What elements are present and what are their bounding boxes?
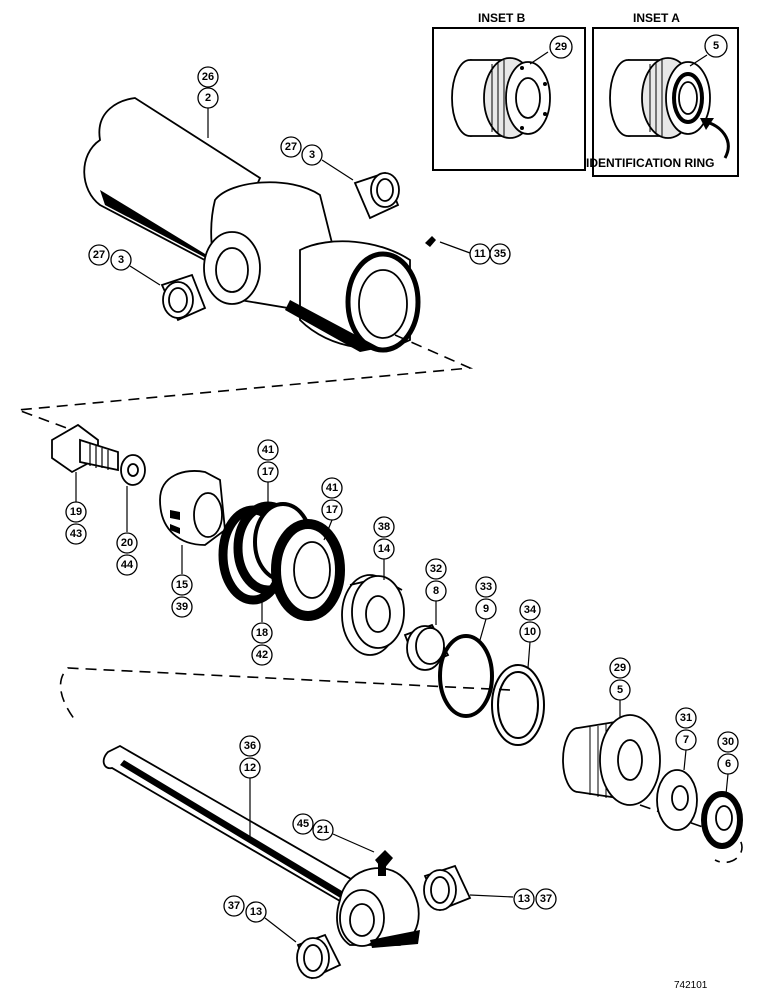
gland-callout: 29 5 (609, 657, 631, 718)
fitting-barrel-illustration (425, 236, 436, 247)
bolt-callout: 19 43 (65, 472, 87, 545)
inset-a-gland-illustration (609, 57, 711, 139)
svg-text:34: 34 (524, 604, 537, 616)
seal-right-callout: 41 17 (321, 477, 343, 541)
inset-b: INSET B 29 (432, 11, 586, 171)
gland-illustration (562, 714, 661, 806)
svg-text:14: 14 (378, 543, 391, 555)
seal-right-illustration (271, 519, 345, 621)
svg-text:45: 45 (297, 818, 309, 830)
fitting-rod-callout: 45 21 (292, 813, 375, 853)
svg-text:20: 20 (121, 537, 133, 549)
svg-text:18: 18 (256, 627, 268, 639)
svg-text:17: 17 (326, 504, 338, 516)
wiper-illustration (701, 791, 743, 849)
bushing-upper-right-illustration (353, 171, 400, 220)
spacer-illustration (341, 574, 405, 656)
wear-ring-callout: 18 42 (251, 595, 273, 666)
svg-text:9: 9 (483, 603, 489, 615)
svg-text:38: 38 (378, 521, 390, 533)
svg-text:2: 2 (205, 92, 211, 104)
identification-ring-label: IDENTIFICATION RING (586, 156, 714, 170)
svg-text:42: 42 (256, 649, 268, 661)
svg-text:27: 27 (93, 249, 105, 261)
washer-callout: 20 44 (116, 486, 138, 576)
o-ring-callout: 33 9 (475, 576, 497, 641)
centerline-upper (17, 334, 474, 431)
svg-text:32: 32 (430, 563, 442, 575)
svg-text:5: 5 (617, 684, 623, 696)
centerline-lower (59, 667, 743, 864)
rod-bushing-right-callout: 13 37 (469, 888, 557, 910)
drawing-number: 742101 (674, 980, 708, 991)
svg-text:44: 44 (121, 559, 134, 571)
gland-ring-callout: 31 7 (675, 707, 697, 771)
svg-text:26: 26 (202, 71, 214, 83)
svg-text:35: 35 (494, 248, 506, 260)
inset-b-gland-illustration (451, 57, 551, 139)
svg-text:37: 37 (228, 900, 240, 912)
svg-text:3: 3 (118, 254, 124, 266)
inset-a: INSET A 5 IDENTIFICATION RING (586, 11, 739, 177)
svg-text:29: 29 (614, 662, 626, 674)
o-ring-illustration (438, 634, 494, 718)
bolt-illustration (51, 423, 119, 474)
svg-text:36: 36 (244, 740, 256, 752)
barrel-callout: 26 2 (197, 66, 219, 138)
svg-text:13: 13 (518, 893, 530, 905)
backup-ring-illustration (491, 664, 545, 746)
bushing-upper-left-illustration (160, 273, 207, 322)
svg-text:13: 13 (250, 906, 262, 918)
gland-ring-illustration (656, 769, 698, 831)
wiper-callout: 30 6 (717, 731, 739, 795)
svg-text:27: 27 (285, 141, 297, 153)
rod-callout: 36 12 (239, 735, 261, 836)
washer-illustration (120, 454, 146, 486)
bushing-small-callout: 32 8 (425, 558, 447, 625)
rod-illustration (102, 744, 420, 948)
rod-bushing-left-callout: 37 13 (223, 895, 297, 943)
svg-text:21: 21 (317, 824, 329, 836)
svg-text:33: 33 (480, 581, 492, 593)
inset-a-callout: 5 (713, 40, 719, 52)
fitting-rod-illustration (375, 850, 393, 876)
rod-bushing-left-illustration (296, 933, 342, 980)
fitting-barrel-callout: 11 35 (439, 241, 511, 265)
bushing-upper-left-callout: 27 3 (88, 244, 161, 286)
backup-ring-callout: 34 10 (519, 599, 541, 669)
svg-text:15: 15 (176, 579, 188, 591)
rod-bushing-right-illustration (423, 864, 472, 912)
svg-text:39: 39 (176, 601, 188, 613)
svg-text:6: 6 (725, 758, 731, 770)
svg-text:10: 10 (524, 626, 536, 638)
inset-b-title: INSET B (478, 11, 526, 25)
svg-text:7: 7 (683, 734, 689, 746)
svg-text:41: 41 (262, 444, 274, 456)
svg-text:3: 3 (309, 149, 315, 161)
bushing-small-illustration (403, 623, 450, 671)
piston-callout: 15 39 (171, 545, 193, 618)
inset-b-callout: 29 (555, 41, 567, 53)
svg-text:37: 37 (540, 893, 552, 905)
svg-text:17: 17 (262, 466, 274, 478)
svg-text:31: 31 (680, 712, 692, 724)
seal-upper-callout: 41 17 (257, 439, 279, 508)
piston-illustration (159, 470, 226, 546)
spacer-callout: 38 14 (373, 516, 395, 580)
barrel-illustration (83, 97, 421, 353)
svg-text:11: 11 (474, 248, 486, 260)
bushing-upper-right-callout: 27 3 (280, 136, 354, 181)
svg-text:19: 19 (70, 506, 82, 518)
inset-a-title: INSET A (633, 11, 680, 25)
svg-text:12: 12 (244, 762, 256, 774)
svg-text:30: 30 (722, 736, 734, 748)
svg-text:8: 8 (433, 585, 439, 597)
svg-text:43: 43 (70, 528, 82, 540)
svg-text:41: 41 (326, 482, 338, 494)
